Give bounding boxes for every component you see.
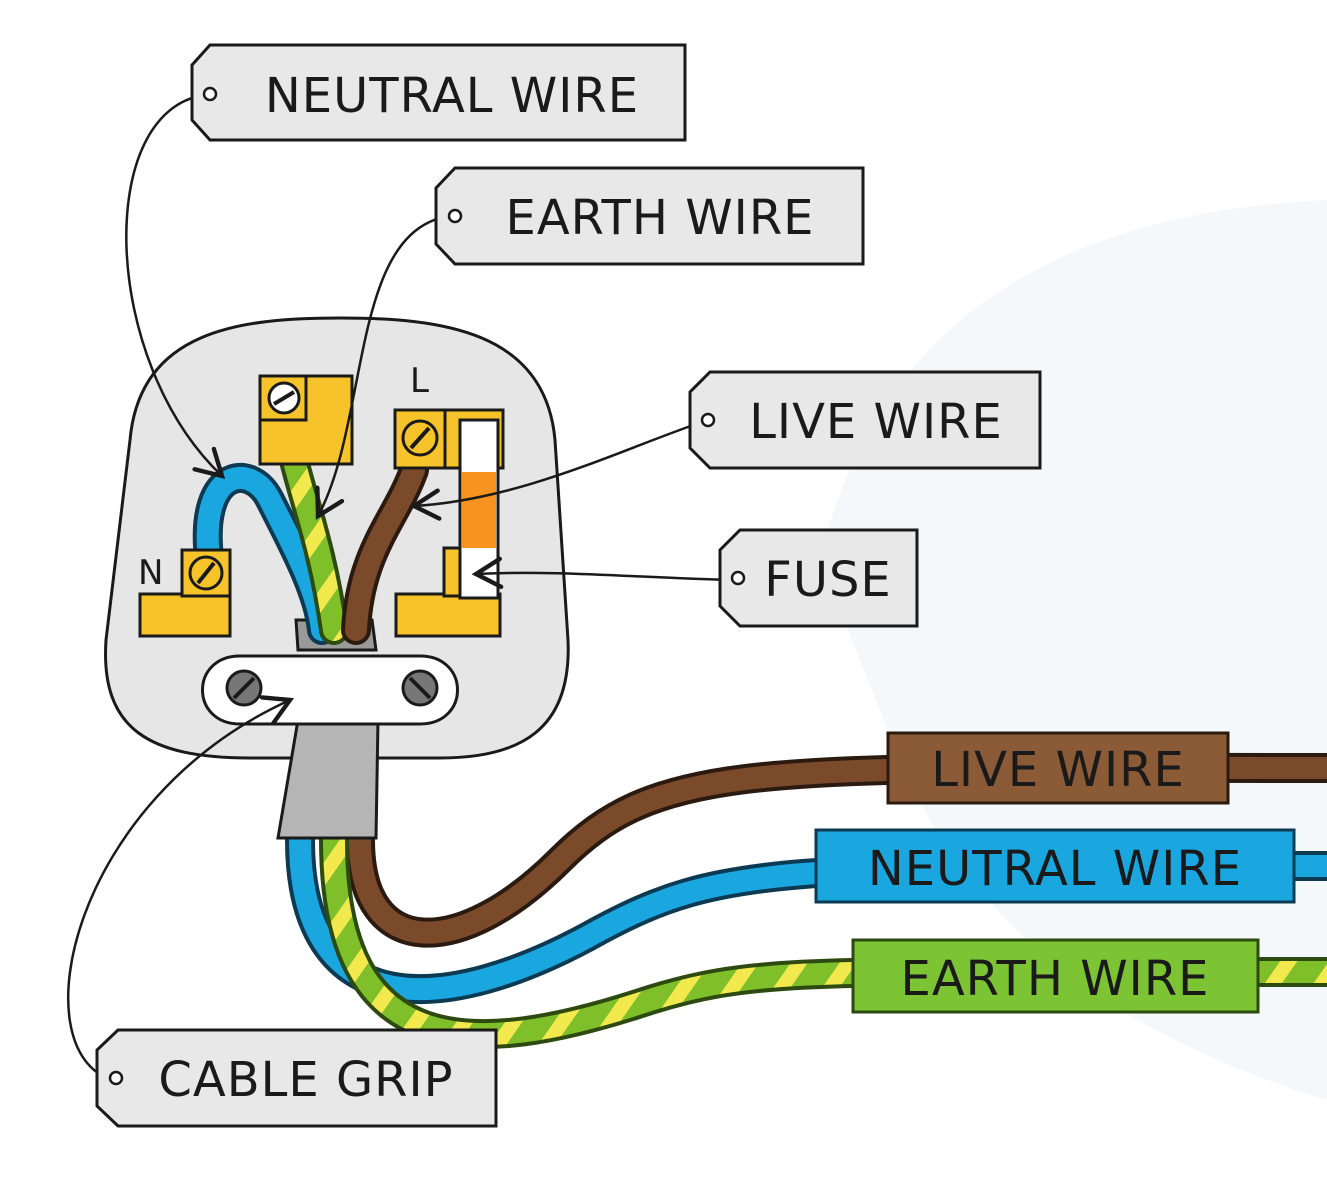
- tag-hole-icon: [108, 1070, 124, 1086]
- tag-hole-icon: [700, 412, 716, 428]
- neutral-leader-line: [125, 93, 226, 480]
- tag-earth-wire-label: EARTH WIRE: [506, 190, 815, 246]
- tag-cable-grip: CABLE GRIP: [95, 1028, 498, 1128]
- tag-neutral-wire-label: NEUTRAL WIRE: [265, 68, 639, 124]
- cable-grip: [201, 654, 459, 726]
- tag-hole-icon: [730, 570, 746, 586]
- band-neutral-wire: NEUTRAL WIRE: [814, 828, 1296, 904]
- earth-leader-line: [315, 214, 451, 520]
- band-earth-wire: EARTH WIRE: [851, 938, 1260, 1014]
- tag-fuse-label: FUSE: [764, 552, 892, 608]
- tag-live-wire: LIVE WIRE: [688, 370, 1042, 470]
- internal-neutral-wire: [196, 466, 333, 641]
- tag-neutral-wire: NEUTRAL WIRE: [190, 43, 687, 142]
- live-terminal-label: L: [410, 361, 429, 401]
- live-leader-line: [409, 420, 703, 521]
- tag-fuse: FUSE: [718, 528, 919, 628]
- leader-lines: [66, 93, 735, 1082]
- earth-terminal: [258, 374, 354, 466]
- band-neutral-wire-label: NEUTRAL WIRE: [868, 841, 1242, 897]
- tag-live-wire-label: LIVE WIRE: [749, 394, 1003, 450]
- tag-cable-grip-label: CABLE GRIP: [158, 1052, 453, 1108]
- band-live-wire: LIVE WIRE: [886, 731, 1230, 805]
- tag-hole-icon: [447, 208, 463, 224]
- cable-grip-leader-line: [66, 695, 295, 1082]
- band-earth-wire-label: EARTH WIRE: [901, 951, 1210, 1007]
- tag-hole-icon: [202, 86, 218, 102]
- neutral-terminal: N: [138, 548, 232, 638]
- fuse: [458, 418, 500, 600]
- tag-earth-wire: EARTH WIRE: [434, 166, 865, 266]
- band-live-wire-label: LIVE WIRE: [931, 742, 1185, 798]
- fuse-leader-line: [471, 556, 735, 590]
- neutral-terminal-label: N: [138, 553, 163, 593]
- internal-live-wire: [345, 459, 425, 641]
